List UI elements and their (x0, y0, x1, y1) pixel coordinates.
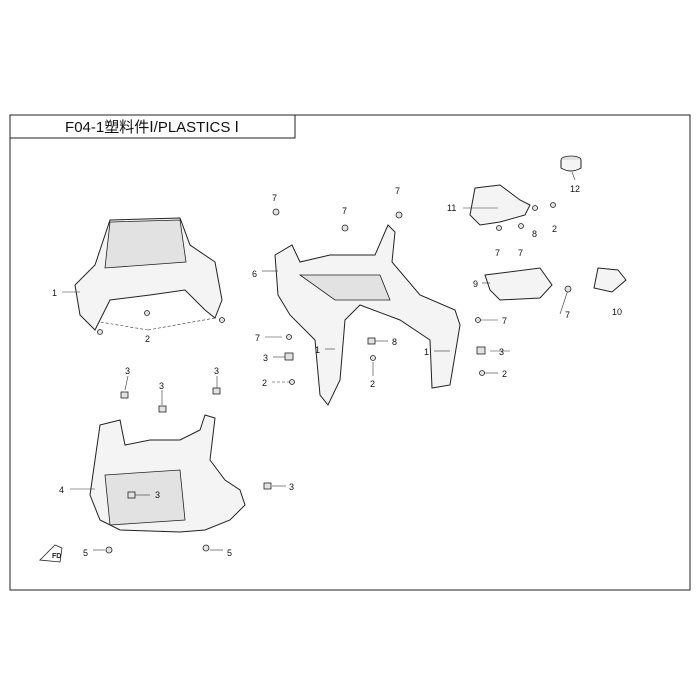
leader-lines (62, 171, 576, 551)
part-12 (560, 155, 582, 172)
callout-labels: 1 2 3 3 3 4 3 3 5 5 6 7 7 7 11 12 2 8 7 … (52, 184, 622, 558)
brand-logo: FD (39, 544, 63, 563)
part-10 (593, 267, 627, 293)
callout-label: 10 (612, 307, 622, 317)
callout-label: 7 (495, 248, 500, 258)
callout-label: 5 (83, 548, 88, 558)
callout-label: 6 (252, 269, 257, 279)
callout-label: 7 (272, 193, 277, 203)
callout-label: 1 (52, 288, 57, 298)
callout-label: 3 (155, 490, 160, 500)
callout-label: 9 (473, 279, 478, 289)
callout-label: 1 (315, 345, 320, 355)
fasteners (105, 202, 572, 554)
callout-label: 5 (227, 548, 232, 558)
part-9 (484, 267, 553, 301)
callout-label: 2 (502, 369, 507, 379)
callout-label: 3 (499, 347, 504, 357)
callout-label: 8 (532, 229, 537, 239)
callout-label: 4 (59, 485, 64, 495)
callout-label: 12 (570, 184, 580, 194)
diagram-frame (9, 114, 691, 591)
callout-label: 7 (342, 206, 347, 216)
title-box (9, 114, 296, 139)
callout-label: 8 (392, 337, 397, 347)
callout-label: 2 (370, 379, 375, 389)
diagram-title: F04-1塑料件Ⅰ/PLASTICS Ⅰ (65, 119, 239, 136)
part-lower-cover (89, 414, 246, 533)
part-front-panel (74, 217, 225, 335)
callout-label: 7 (255, 333, 260, 343)
callout-label: 7 (395, 186, 400, 196)
callout-label: 3 (159, 381, 164, 391)
callout-label: 7 (502, 316, 507, 326)
callout-label: 2 (145, 334, 150, 344)
callout-label: 7 (518, 248, 523, 258)
callout-label: 3 (289, 482, 294, 492)
callout-label: 3 (125, 366, 130, 376)
part-inner-frame (274, 224, 461, 406)
callout-label: 2 (552, 224, 557, 234)
part-11 (469, 184, 531, 226)
callout-label: 7 (565, 310, 570, 320)
logo-text: FD (52, 553, 61, 560)
callout-label: 3 (214, 366, 219, 376)
callout-label: 2 (262, 378, 267, 388)
callout-label: 11 (447, 203, 456, 213)
callout-label: 1 (424, 347, 429, 357)
callout-label: 3 (263, 353, 268, 363)
